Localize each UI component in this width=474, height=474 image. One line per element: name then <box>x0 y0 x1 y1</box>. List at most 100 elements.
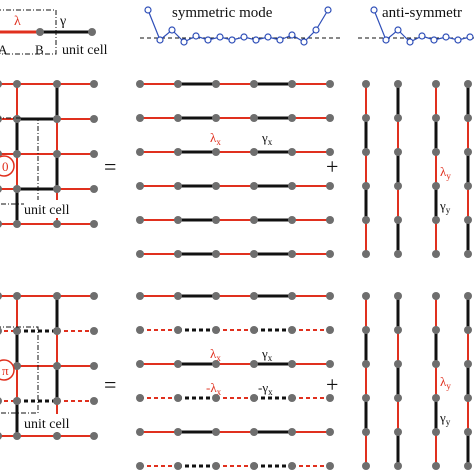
chain-site <box>136 182 144 190</box>
chain-site <box>174 428 182 436</box>
chain-site <box>326 462 334 470</box>
site-a-label: A <box>0 42 8 57</box>
chain-site <box>464 394 472 402</box>
mode-marker <box>418 32 426 40</box>
lattice-site <box>13 397 21 405</box>
chain-site <box>432 80 440 88</box>
chain-site <box>362 148 370 156</box>
chain-site <box>362 250 370 258</box>
chain-site <box>432 250 440 258</box>
gamma-label: γ <box>59 14 66 29</box>
chain-site <box>250 114 258 122</box>
chain-site <box>432 182 440 190</box>
chain-site <box>136 394 144 402</box>
chain-site <box>394 114 402 122</box>
lattice-site <box>0 220 2 228</box>
chain-site <box>432 292 440 300</box>
chain-site <box>326 80 334 88</box>
lattice-site <box>90 220 98 228</box>
chain-site <box>136 148 144 156</box>
chain-site <box>326 250 334 258</box>
chain-site <box>288 148 296 156</box>
chain-site <box>432 394 440 402</box>
chain-site <box>464 360 472 368</box>
chain-site <box>250 428 258 436</box>
vertical-chains-0 <box>362 80 472 258</box>
chain-site <box>432 216 440 224</box>
chain-site <box>464 326 472 334</box>
lattice-site <box>13 292 21 300</box>
mode-marker <box>394 26 402 34</box>
chain-site <box>464 250 472 258</box>
chain-site <box>432 360 440 368</box>
lattice-site <box>90 80 98 88</box>
neg-gamma-x-label: -γx <box>258 380 273 397</box>
chain-site <box>174 216 182 224</box>
plus-sign: + <box>326 372 338 397</box>
lattice-site <box>90 292 98 300</box>
chain-site <box>362 428 370 436</box>
chain-site <box>174 80 182 88</box>
chain-site <box>288 114 296 122</box>
lattice-site <box>90 397 98 405</box>
equals-sign: = <box>104 154 116 179</box>
chain-site <box>362 292 370 300</box>
lattice-site <box>53 80 61 88</box>
chain-site <box>250 80 258 88</box>
chain-site <box>136 326 144 334</box>
chain-site <box>394 216 402 224</box>
chain-site <box>136 250 144 258</box>
chain-site <box>250 250 258 258</box>
unit-cell-box <box>0 326 39 414</box>
chain-site <box>250 462 258 470</box>
lattice-site <box>0 432 2 440</box>
circle-0-label: 0 <box>2 159 9 174</box>
lattice-site <box>13 220 21 228</box>
chain-site <box>432 114 440 122</box>
gamma-x-label: γx <box>261 346 273 363</box>
unit-cell-label: unit cell <box>24 417 70 432</box>
lattice-site <box>53 362 61 370</box>
chain-site <box>136 292 144 300</box>
neg-lambda-x-label: -λx <box>206 380 222 397</box>
lattice-site <box>53 150 61 158</box>
chain-site <box>212 394 220 402</box>
antisymmetric-mode-plot: anti-symmetr <box>358 5 474 46</box>
antisymmetric-mode-profile <box>370 6 474 46</box>
mode-marker <box>264 33 272 41</box>
chain-site <box>362 326 370 334</box>
chain-site <box>432 326 440 334</box>
chain-site <box>250 394 258 402</box>
chain-site <box>288 462 296 470</box>
lattice-site <box>53 220 61 228</box>
chain-site <box>288 182 296 190</box>
chain-site <box>326 394 334 402</box>
chain-site <box>394 80 402 88</box>
chain-site <box>432 462 440 470</box>
symmetric-mode-profile <box>144 6 332 46</box>
mode-marker <box>192 32 200 40</box>
lattice-site <box>53 327 61 335</box>
chain-site <box>464 292 472 300</box>
mode-marker <box>180 38 188 46</box>
lattice-site <box>53 397 61 405</box>
chain-site <box>212 80 220 88</box>
chain-site <box>464 462 472 470</box>
chain-site <box>212 428 220 436</box>
chain-site <box>394 292 402 300</box>
mode-curve <box>147 9 329 43</box>
chain-site <box>362 394 370 402</box>
chain-site <box>288 326 296 334</box>
chain-site <box>464 216 472 224</box>
vertical-chains-pi <box>362 292 472 470</box>
lambda-y-label: λy <box>440 164 451 181</box>
chain-site <box>326 360 334 368</box>
mode-marker <box>454 36 462 44</box>
mode-marker <box>430 36 438 44</box>
chain-site <box>174 250 182 258</box>
lattice-site <box>0 80 2 88</box>
lambda-label: λ <box>14 14 21 29</box>
mode-marker <box>442 33 450 41</box>
chain-site <box>464 428 472 436</box>
chain-site <box>464 114 472 122</box>
